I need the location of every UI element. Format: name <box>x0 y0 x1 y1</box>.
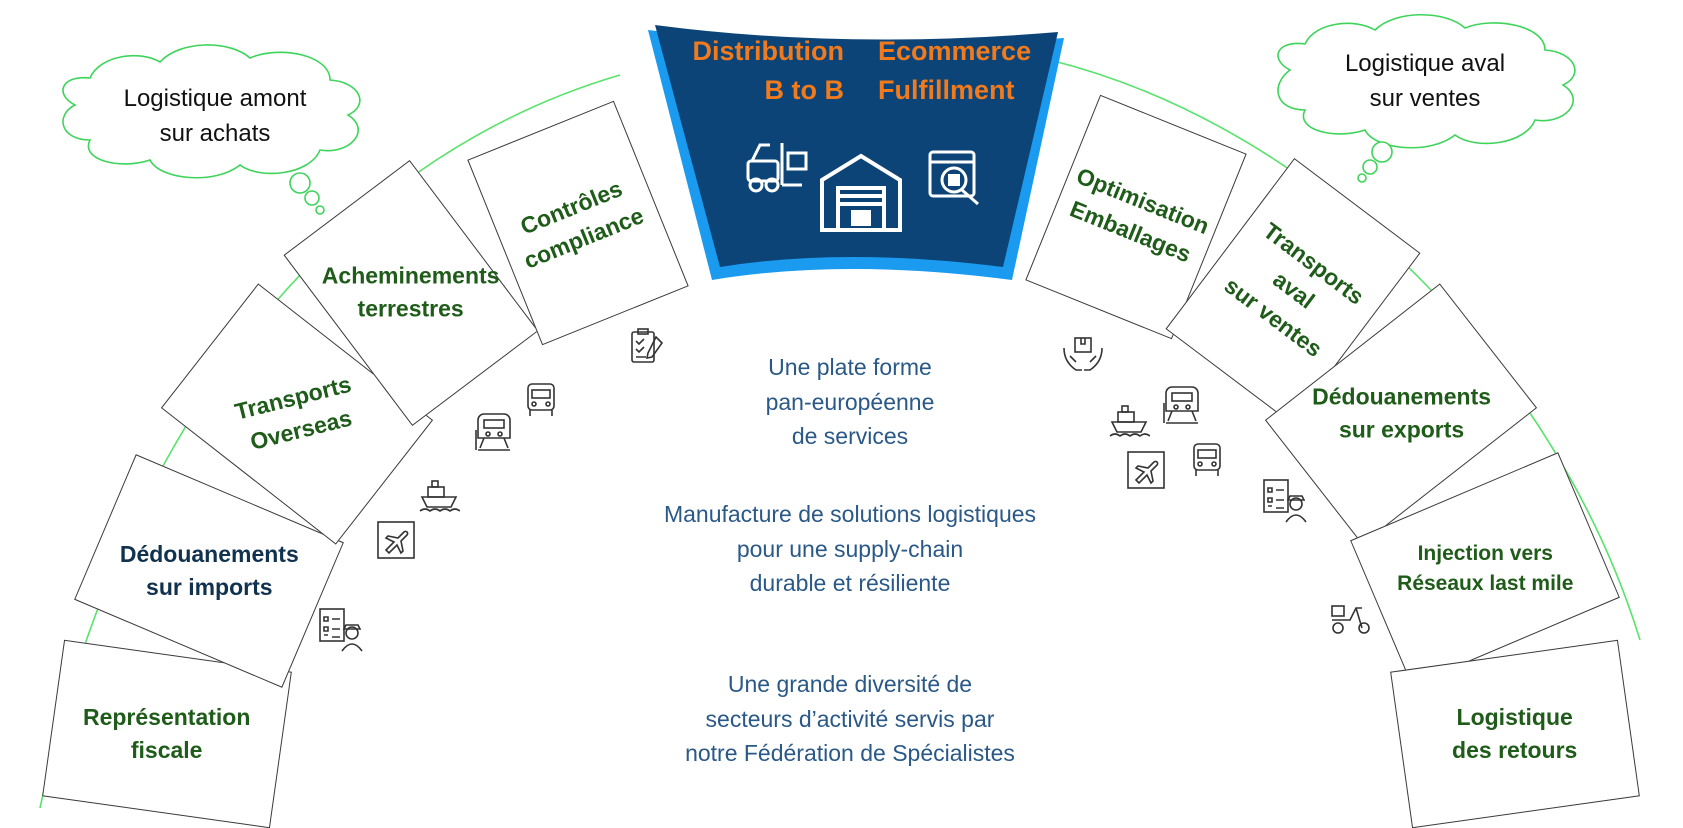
segment-line: Dédouanements <box>119 540 299 567</box>
cloud-downstream-text: Logistique aval sur ventes <box>1320 47 1530 117</box>
center-line: notre Fédération de Spécialistes <box>685 740 1015 766</box>
hub-label-line: Ecommerce <box>878 36 1032 66</box>
forklift-icon <box>746 143 808 193</box>
scooter-delivery-icon <box>1331 605 1370 634</box>
cloud-downstream <box>1277 13 1576 183</box>
center-text-manufacture: Manufacture de solutions logistiques pou… <box>620 497 1080 601</box>
truck-icon <box>1193 443 1221 476</box>
center-line: secteurs d’activité servis par <box>705 705 995 732</box>
customs-officer-icon <box>319 608 363 652</box>
airplane-icon <box>1127 451 1165 489</box>
cloud-line: Logistique aval <box>1344 50 1506 77</box>
train-icon <box>475 413 511 451</box>
segment-logistique-retours: Logistique des retours <box>1390 639 1640 828</box>
segment-line: fiscale <box>131 737 203 763</box>
center-line: durable et résiliente <box>749 570 951 596</box>
center-line: de services <box>791 423 909 449</box>
hub-label-line: B to B <box>764 75 844 106</box>
segment-line: sur imports <box>145 574 273 600</box>
center-line: Manufacture de solutions logistiques <box>663 501 1037 527</box>
truck-icon <box>527 383 555 416</box>
ship-icon <box>419 480 460 513</box>
checklist-icon <box>631 328 664 363</box>
center-line: pan-européenne <box>765 388 935 415</box>
segment-line: terrestres <box>357 295 465 322</box>
hub-label-line: Fulfillment <box>878 75 1015 106</box>
segment-line: Acheminements <box>322 262 500 289</box>
segment-line: Réseaux last mile <box>1396 572 1574 596</box>
center-line: Une plate forme <box>768 354 932 380</box>
train-icon <box>1163 386 1199 424</box>
center-text-diversity: Une grande diversité de secteurs d’activ… <box>640 667 1060 771</box>
center-line: pour une supply-chain <box>736 535 964 562</box>
cloud-upstream <box>62 44 361 215</box>
warehouse-icon <box>820 153 902 232</box>
airplane-icon <box>377 521 415 559</box>
hub-label-ecommerce: Ecommerce Fulfillment <box>878 32 1031 110</box>
diagram-background <box>39 13 1641 808</box>
center-line: Une grande diversité de <box>727 671 973 697</box>
center-text-platform: Une plate forme pan-européenne de servic… <box>700 350 1000 454</box>
customs-officer-icon <box>1263 479 1307 523</box>
box-in-hands-icon <box>1063 337 1103 371</box>
hub-label-line: Distribution <box>692 36 844 66</box>
package-inspection-icon <box>928 150 979 206</box>
segment-line: des retours <box>1452 737 1578 764</box>
cloud-line: sur ventes <box>1369 84 1481 112</box>
segment-line: Logistique <box>1456 703 1574 730</box>
ship-icon <box>1109 405 1150 438</box>
segment-line: Injection vers <box>1417 541 1553 565</box>
cloud-line: sur achats <box>159 119 271 147</box>
segment-line: Représentation <box>83 703 251 730</box>
segment-line: sur exports <box>1338 417 1464 443</box>
hub-panel <box>655 25 1058 267</box>
segment-line: Dédouanements <box>1311 383 1491 410</box>
hub-label-distribution: Distribution B to B <box>692 32 844 110</box>
cloud-upstream-text: Logistique amont sur achats <box>110 82 320 152</box>
cloud-line: Logistique amont <box>123 85 307 112</box>
outer-arc-right <box>1049 59 1641 641</box>
